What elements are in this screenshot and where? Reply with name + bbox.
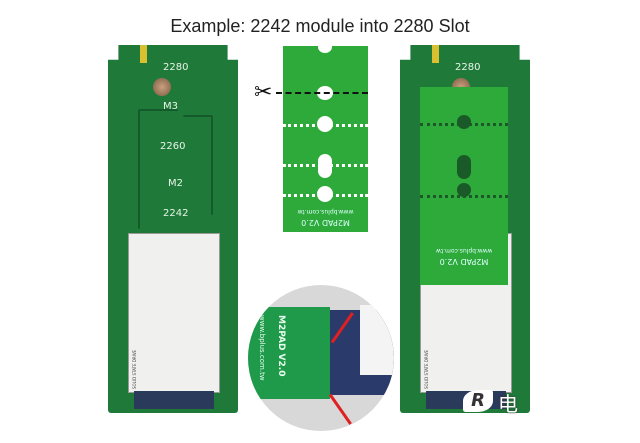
label-2280: 2280 (455, 62, 481, 73)
hole (318, 154, 332, 178)
hole (457, 183, 471, 197)
hole (457, 155, 471, 179)
brand-text: www.bplus.com.tw (297, 208, 354, 215)
inset-brand-text: www.bplus.com.tw (258, 315, 266, 381)
trace (138, 109, 178, 229)
antenna-tab (140, 45, 147, 63)
trace (183, 115, 213, 215)
ssd-module: SOLID STATE DRIVE (128, 233, 220, 393)
watermark-logo: R (463, 390, 493, 412)
inset-model-text: M2PAD V2.0 (276, 315, 286, 377)
hole (318, 41, 332, 53)
ssd-sticker (360, 305, 394, 375)
label-2280: 2280 (163, 62, 189, 73)
red-arrow (328, 393, 352, 425)
model-text: M2PAD V2.0 (301, 218, 350, 227)
spacer-card-edge (248, 307, 330, 399)
brand-text: www.bplus.com.tw (435, 247, 493, 254)
spacer-card-installed: www.bplus.com.tw M2PAD V2.0 (420, 87, 508, 285)
hole (457, 115, 471, 129)
antenna-tab (432, 45, 439, 63)
label-m3: M3 (163, 101, 178, 112)
left-adapter-board: 2280 M3 2260 M2 2242 SOLID STATE DRIVE (108, 45, 238, 413)
model-text: M2PAD V2.0 (439, 257, 489, 266)
right-adapter-board: 2280 SOLID STATE DRIVE www.bplus.com.tw … (400, 45, 530, 413)
watermark-text: 电 (498, 392, 518, 416)
m2-connector (134, 391, 214, 409)
page-title: Example: 2242 module into 2280 Slot (170, 16, 470, 36)
perforation (420, 123, 508, 126)
label-m2: M2 (168, 178, 183, 189)
hole (317, 116, 333, 132)
label-2242: 2242 (163, 208, 189, 219)
label-2260: 2260 (160, 141, 186, 152)
closeup-inset: M2PAD V2.0 www.bplus.com.tw (248, 285, 394, 431)
hole (317, 186, 333, 202)
scissors-icon: ✂ (254, 80, 273, 105)
cut-spacer-card: www.bplus.com.tw M2PAD V2.0 (283, 41, 368, 232)
cut-line (276, 92, 368, 94)
screw (153, 78, 171, 96)
